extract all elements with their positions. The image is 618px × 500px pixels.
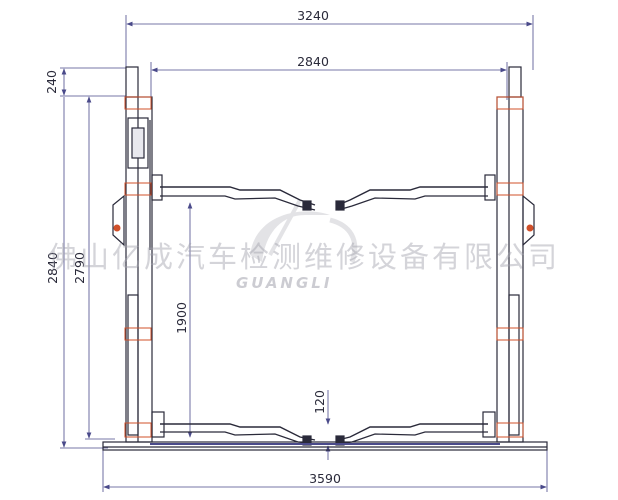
watermark-brand: GUANGLI [236, 274, 333, 292]
dim-top-offset: 240 [44, 70, 59, 94]
dim-column-height: 2790 [72, 252, 87, 284]
dimension-lines [60, 15, 548, 492]
left-column-accents [113, 96, 152, 438]
left-column [112, 66, 316, 446]
dim-lift-height: 1900 [174, 302, 189, 334]
dim-min-height: 120 [312, 390, 327, 414]
brand-logo-icon [250, 199, 358, 263]
right-column-accents [496, 96, 534, 438]
dim-overall-height: 2840 [45, 252, 60, 284]
dimension-labels: 3240 2840 240 2840 2790 1900 120 3590 [44, 8, 341, 486]
base-plate [102, 441, 548, 451]
dim-inner-width: 2840 [297, 54, 329, 69]
dim-base-width: 3590 [309, 471, 341, 486]
watermark-company: 佛山亿成汽车检测维修设备有限公司 [48, 240, 561, 274]
dim-overall-width: 3240 [297, 8, 329, 23]
